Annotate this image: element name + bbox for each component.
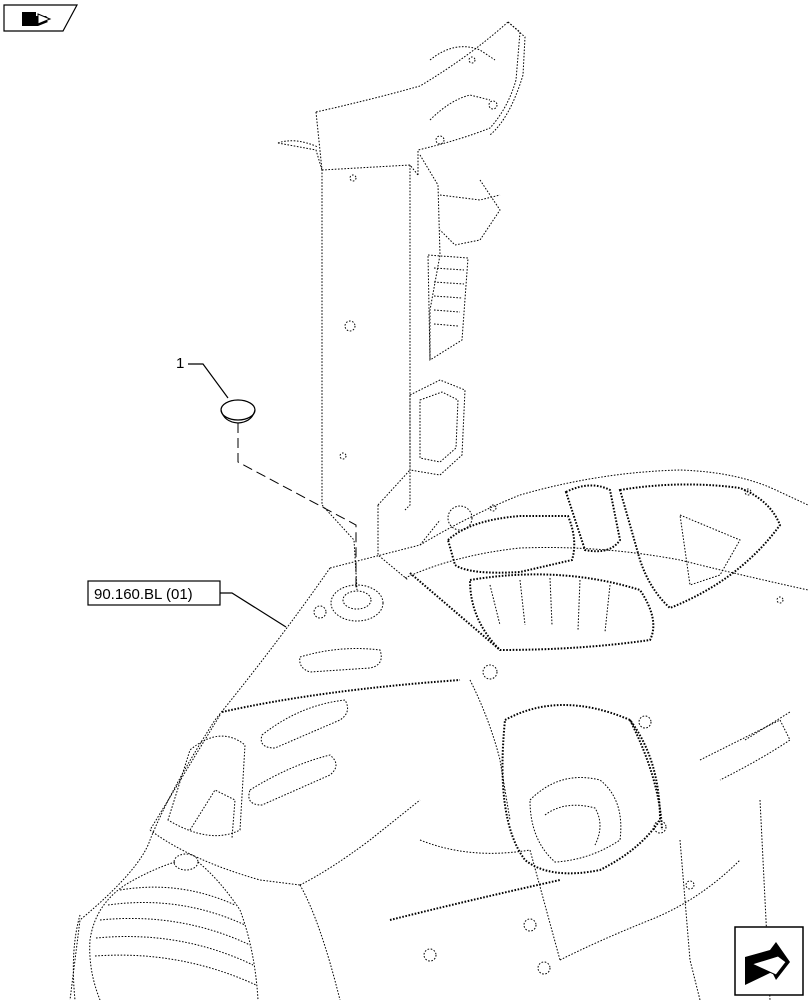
dashboard-upper-recesses <box>313 483 782 652</box>
reference-box[interactable]: 90.160.BL (01) <box>87 580 287 628</box>
assembly-dashed-line <box>237 423 357 588</box>
gear-lever-boot <box>72 853 259 1000</box>
plug-hole <box>330 584 384 622</box>
dashboard-slots <box>167 648 498 839</box>
pillar-left-face <box>315 21 509 591</box>
pillar-lower-recess <box>377 379 466 506</box>
lower-console <box>299 596 791 1000</box>
previous-page-arrow-icon[interactable] <box>734 926 804 996</box>
reference-label: 90.160.BL (01) <box>94 586 193 603</box>
dashboard-center-vent <box>501 704 667 875</box>
callout-1[interactable]: 1 <box>176 355 229 399</box>
plug-cap <box>220 399 256 424</box>
pillar-handle-top <box>277 21 526 360</box>
book-with-arrow-icon[interactable] <box>3 4 79 32</box>
pillar-grip-ribs <box>427 254 469 361</box>
dashboard-shell <box>69 469 808 1000</box>
callout-1-label: 1 <box>176 355 184 372</box>
